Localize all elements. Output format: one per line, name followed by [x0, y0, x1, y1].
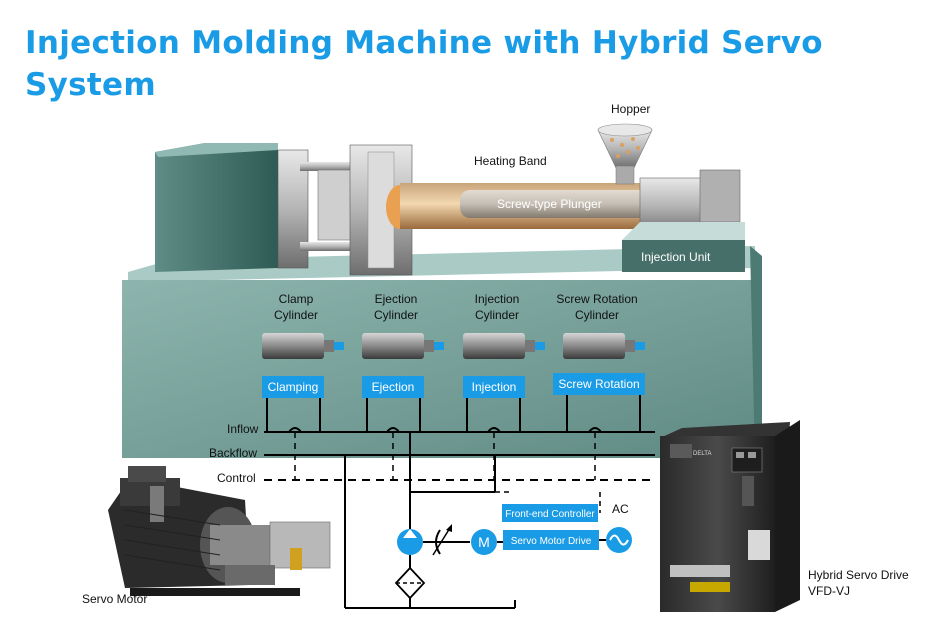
servo-motor-drive-label: Servo Motor Drive: [511, 536, 592, 547]
ac-source-symbol: [606, 527, 632, 553]
servo-motor-image: [108, 466, 331, 596]
drive-label-line1: Hybrid Servo Drive: [808, 568, 909, 582]
function-label: Ejection: [372, 380, 415, 394]
cylinder-clamp: Clamp Cylinder Clamping: [262, 292, 344, 398]
plunger-label: Screw-type Plunger: [497, 197, 602, 211]
mold-block: [155, 143, 278, 272]
heating-band-label: Heating Band: [474, 154, 547, 168]
cylinder-name: Ejection: [375, 292, 418, 306]
cylinder-name: Clamp: [279, 292, 314, 306]
filter-symbol: [394, 566, 426, 600]
hopper: [597, 123, 653, 185]
motor-symbol: M: [471, 529, 503, 555]
motor-letter: M: [478, 534, 490, 550]
drive-label-line2: VFD-VJ: [808, 584, 850, 598]
function-label: Clamping: [268, 380, 319, 394]
cylinder-injection: Injection Cylinder Injection: [463, 292, 545, 398]
machine-base: [122, 246, 762, 458]
function-label: Injection: [472, 380, 517, 394]
function-box: [362, 376, 424, 398]
control-label: Control: [217, 471, 256, 485]
hybrid-servo-drive-image: DELTA: [660, 420, 800, 612]
ac-label: AC: [612, 502, 629, 516]
drive-brand: DELTA: [693, 451, 711, 457]
page-title: Injection Molding Machine with Hybrid Se…: [25, 25, 823, 103]
servo-motor-drive-box: [503, 530, 599, 550]
function-box: [262, 376, 324, 398]
front-end-controller-label: Front-end Controller: [505, 509, 595, 520]
cylinder-ejection: Ejection Cylinder Ejection: [362, 292, 444, 398]
cylinder-name: Cylinder: [274, 308, 318, 322]
injection-unit: [622, 222, 745, 272]
cylinder-name: Injection: [475, 292, 520, 306]
pump-symbol: [397, 524, 470, 556]
injection-unit-label: Injection Unit: [641, 250, 711, 264]
hydraulic-lines: [264, 395, 655, 609]
hopper-label: Hopper: [611, 102, 650, 116]
cylinder-screw-rotation: Screw Rotation Cylinder Screw Rotation: [553, 292, 645, 395]
function-box: [553, 373, 645, 395]
function-label: Screw Rotation: [558, 377, 639, 391]
inflow-label: Inflow: [227, 422, 259, 436]
function-box: [463, 376, 525, 398]
front-end-controller-box: [502, 504, 598, 522]
cylinder-name: Cylinder: [575, 308, 619, 322]
cylinder-name: Screw Rotation: [556, 292, 637, 306]
cylinder-name: Cylinder: [374, 308, 418, 322]
servo-motor-label: Servo Motor: [82, 592, 147, 606]
cylinder-name: Cylinder: [475, 308, 519, 322]
backflow-label: Backflow: [209, 446, 257, 460]
